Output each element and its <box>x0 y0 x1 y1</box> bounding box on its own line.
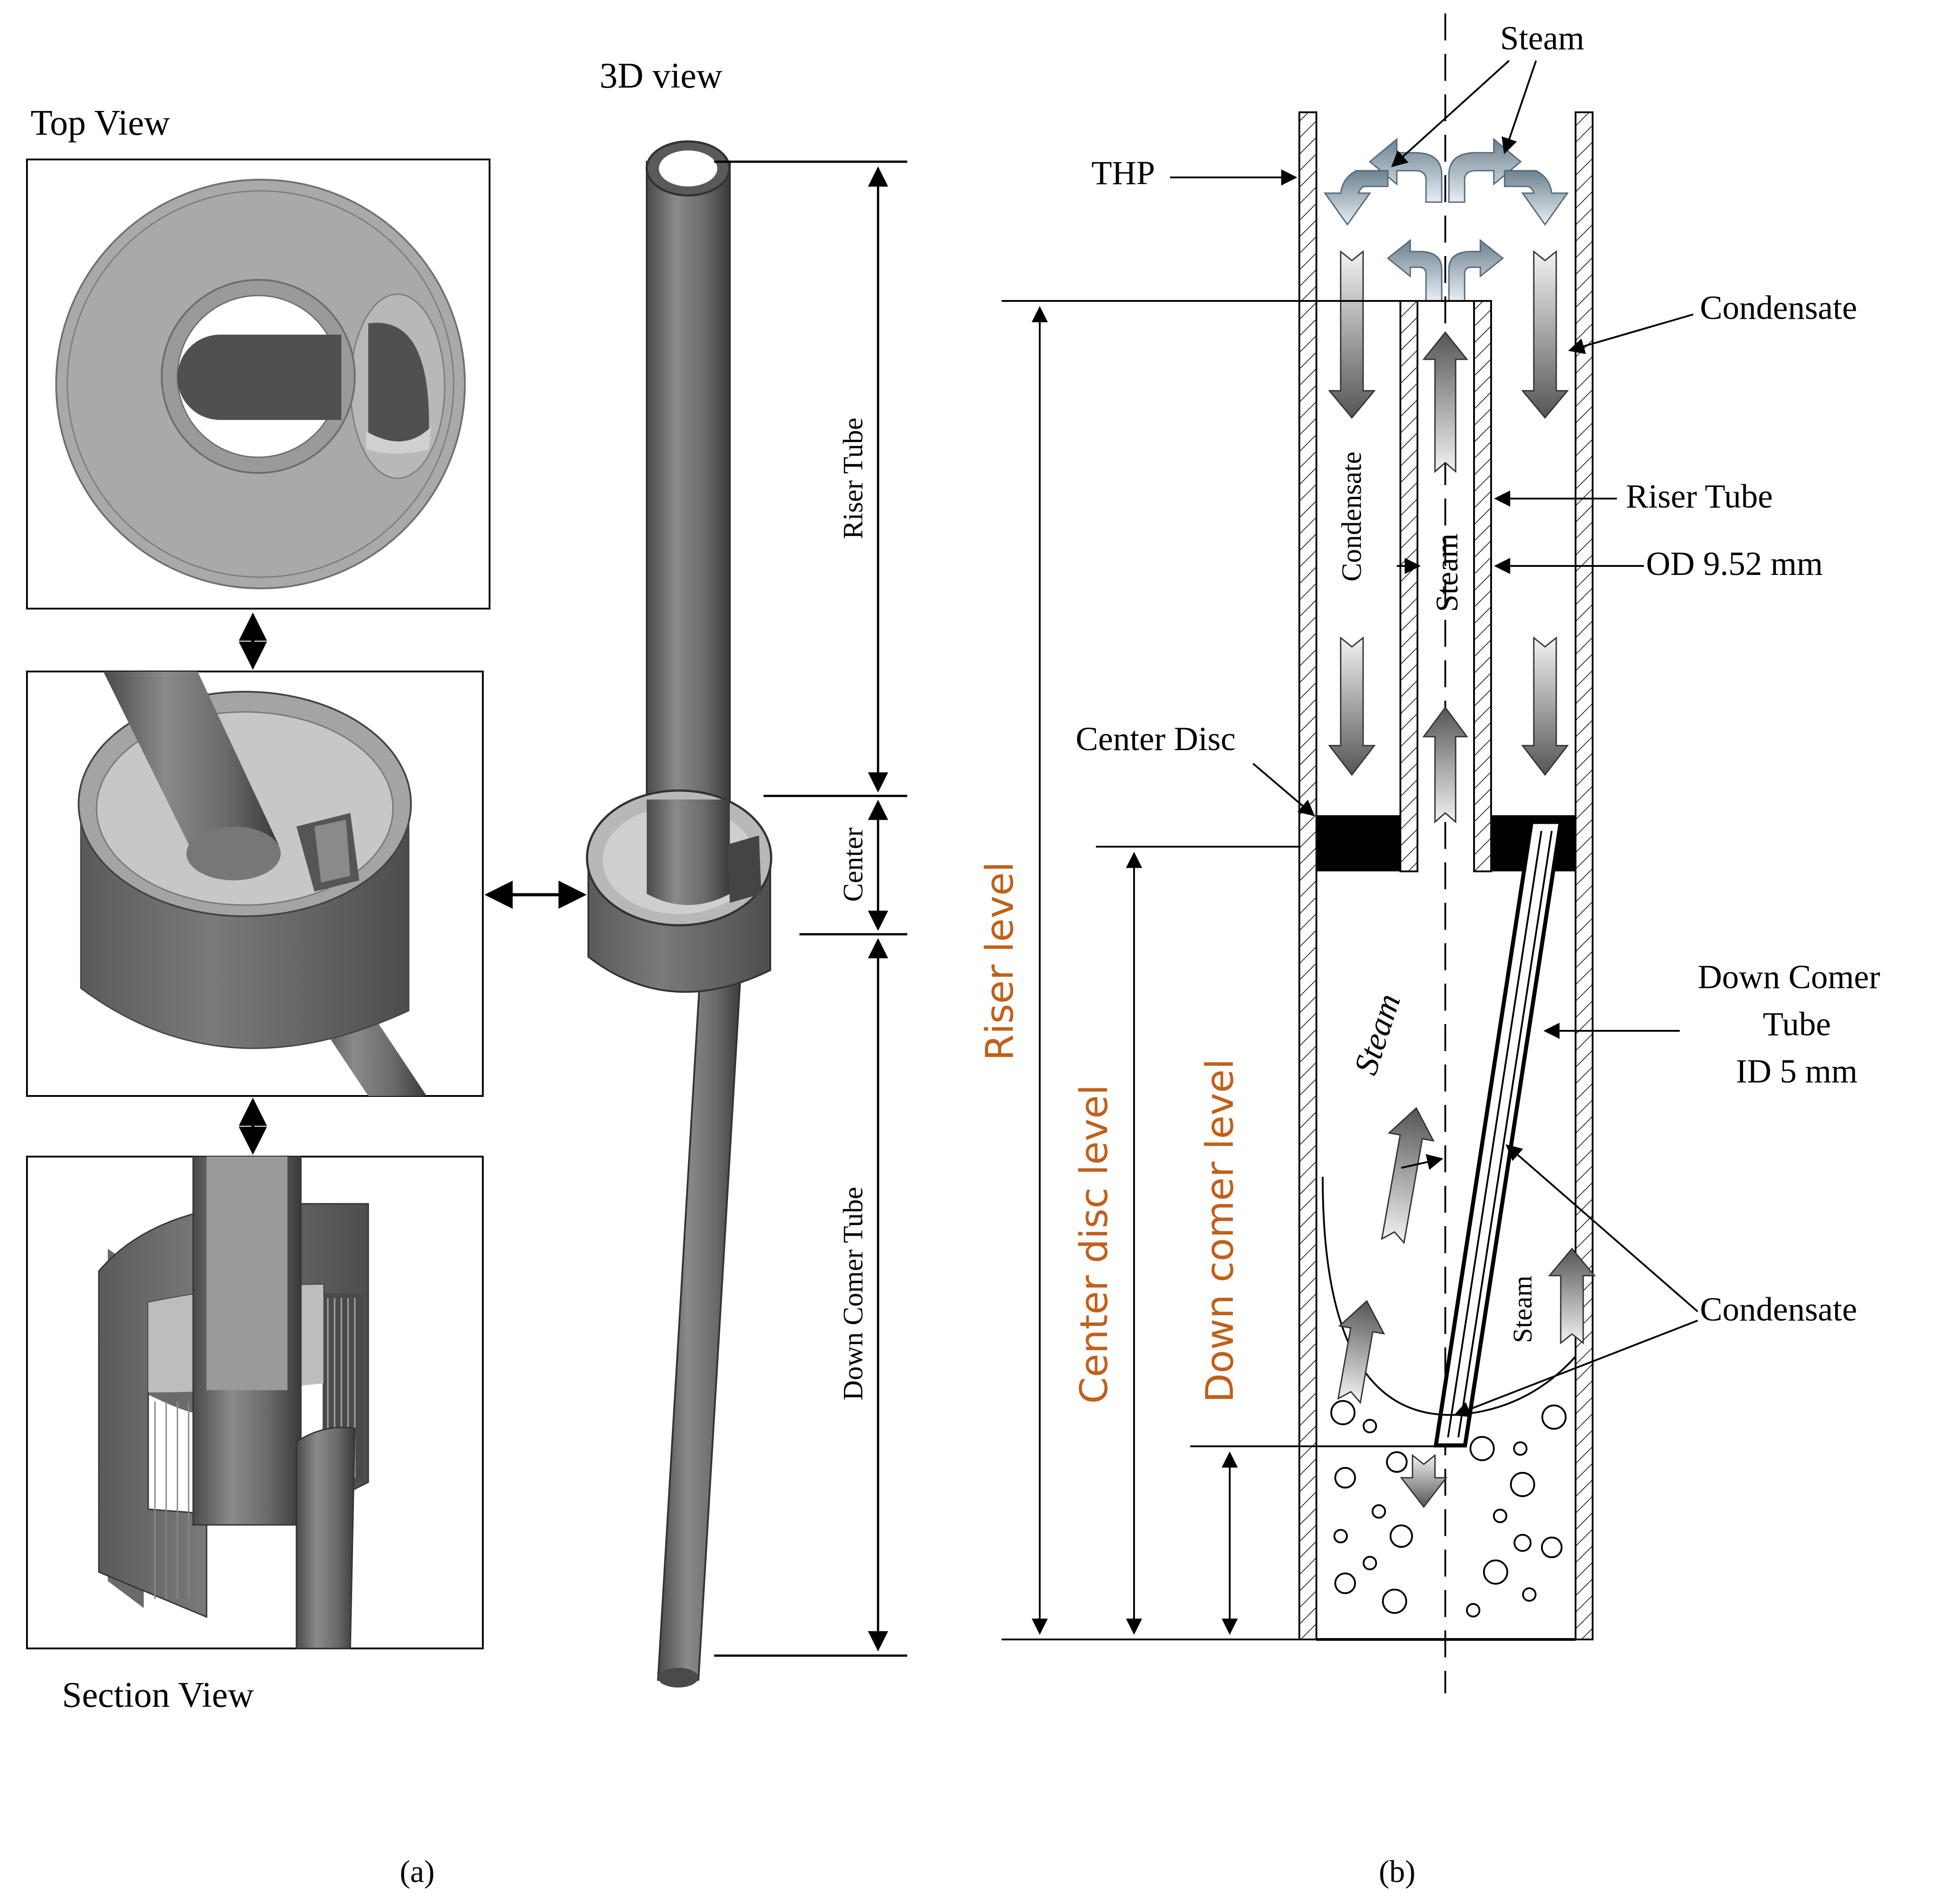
od-label: OD 9.52 mm <box>1646 545 1823 583</box>
center-disc-label: Center Disc <box>1076 720 1236 758</box>
riser-level-label: Riser level <box>978 861 1022 1060</box>
steam-top-arrows <box>1324 137 1569 302</box>
center-disc-level-label: Center disc level <box>1072 1085 1117 1404</box>
steam-top-label: Steam <box>1500 20 1584 57</box>
bubbles <box>1330 1400 1567 1617</box>
panel-b: Riser level Center disc level Down comer… <box>978 13 1880 1889</box>
level-lines <box>1002 300 1487 1640</box>
thp-left-wall <box>1298 111 1317 1640</box>
dim-down-comer-label: Down Comer Tube <box>838 1187 869 1400</box>
isometric-view-box <box>26 671 484 1097</box>
down-comer-level-label: Down comer level <box>1198 1059 1242 1403</box>
down-comer-label-line1: Down Comer <box>1698 959 1880 996</box>
thp-label: THP <box>1091 155 1155 192</box>
riser-right-wall <box>1473 300 1492 872</box>
dim-riser-tube-label: Riser Tube <box>838 418 869 539</box>
section-view-box <box>26 1156 484 1649</box>
panel-a: Top View 3D view <box>26 56 907 1889</box>
top-view-riser-tube <box>177 335 341 420</box>
3d-downcomer-tube <box>657 965 742 1681</box>
steam-right-label: Steam <box>1508 1276 1537 1343</box>
downcomer-tube-b <box>1433 820 1563 1448</box>
condensate-vertical-label: Condensate <box>1337 451 1367 581</box>
liquid-surface <box>1322 1176 1576 1416</box>
condensate-right-label: Condensate <box>1700 289 1857 327</box>
steam-italic-label: Steam <box>1347 989 1408 1079</box>
3d-view-label: 3D view <box>600 56 723 96</box>
thp-right-wall <box>1575 111 1594 1640</box>
center-disc-left <box>1316 815 1400 871</box>
steam-in-riser-label: Steam <box>1430 534 1465 612</box>
3d-dimension-lines <box>714 160 907 1657</box>
condensate-bottom-label: Condensate <box>1700 1291 1857 1328</box>
section-view-label: Section View <box>62 1675 254 1715</box>
caption-b: (b) <box>1379 1855 1416 1889</box>
down-comer-label-line2: Tube <box>1763 1006 1831 1043</box>
3d-device <box>586 140 773 1688</box>
riser-tube-label-b: Riser Tube <box>1626 478 1773 515</box>
riser-left-wall <box>1399 300 1418 872</box>
caption-a: (a) <box>400 1855 435 1889</box>
section-downcomer-tube <box>296 1427 356 1649</box>
dim-center-label: Center <box>838 827 869 902</box>
down-comer-label-line3: ID 5 mm <box>1736 1053 1858 1090</box>
isometric-riser-tube <box>103 671 278 877</box>
top-view-label: Top View <box>31 103 170 143</box>
top-view-box <box>26 159 490 610</box>
flow-arrows <box>1328 250 1596 1508</box>
